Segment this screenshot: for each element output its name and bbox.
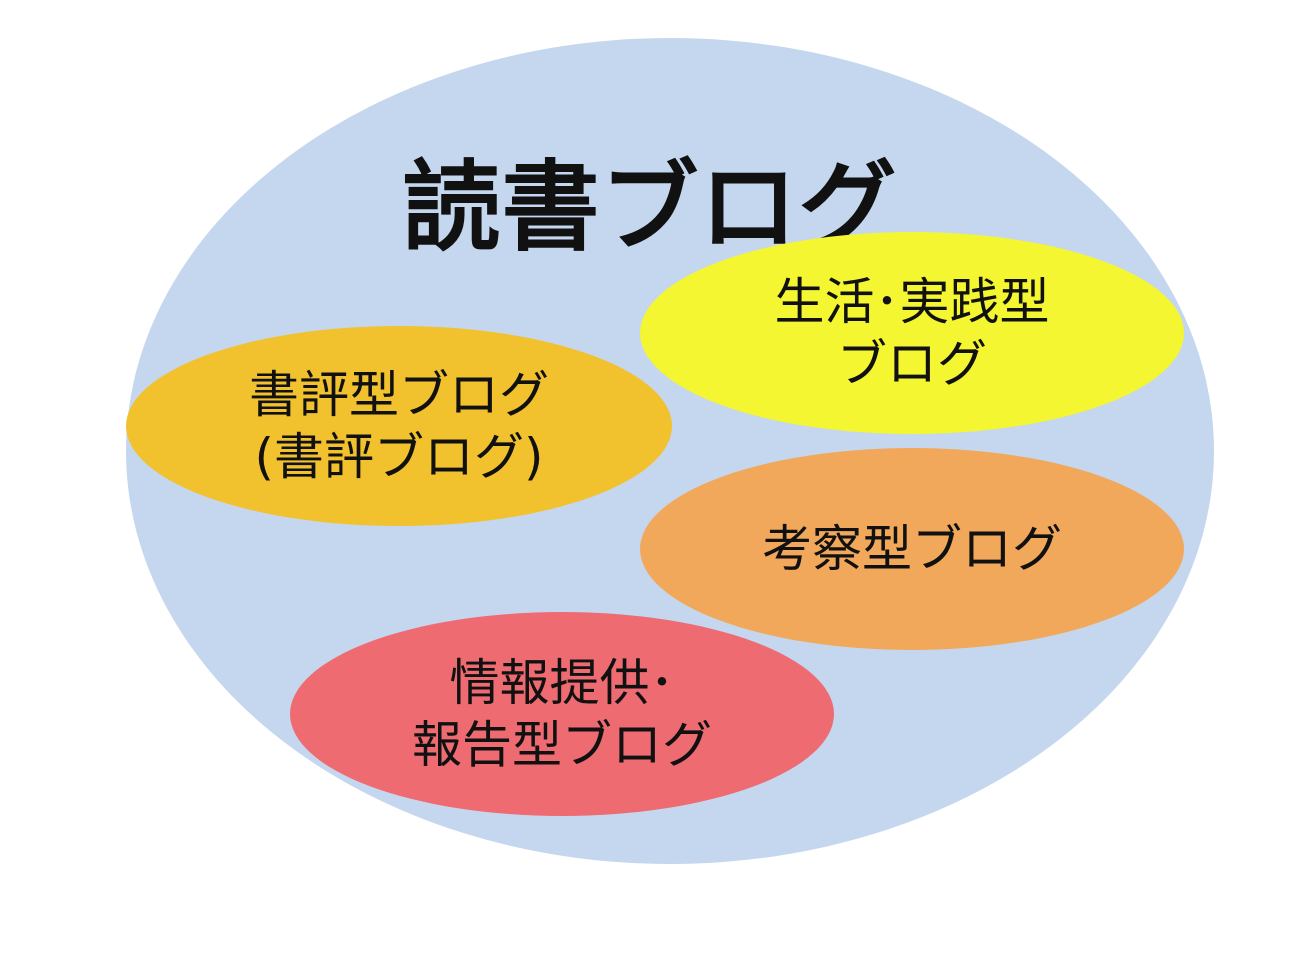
- life-practice-label-line-2: ブログ: [837, 335, 987, 393]
- info-report-blog-ellipse: 情報提供･ 報告型ブログ: [290, 612, 834, 816]
- diagram-title: 読書ブログ: [402, 151, 898, 265]
- book-review-blog-ellipse: 書評型ブログ (書評ブログ): [126, 326, 672, 526]
- info-report-label-line-2: 報告型ブログ: [412, 716, 712, 774]
- info-report-label-line-1: 情報提供･: [449, 654, 675, 712]
- consideration-blog-ellipse: 考察型ブログ: [640, 448, 1184, 650]
- consideration-label-line-1: 考察型ブログ: [762, 520, 1062, 578]
- life-practice-blog-ellipse: 生活･実践型 ブログ: [640, 232, 1184, 434]
- life-practice-label-line-1: 生活･実践型: [774, 273, 1050, 331]
- book-review-label-line-1: 書評型ブログ: [249, 366, 549, 424]
- book-review-label-line-2: (書評ブログ): [254, 428, 544, 486]
